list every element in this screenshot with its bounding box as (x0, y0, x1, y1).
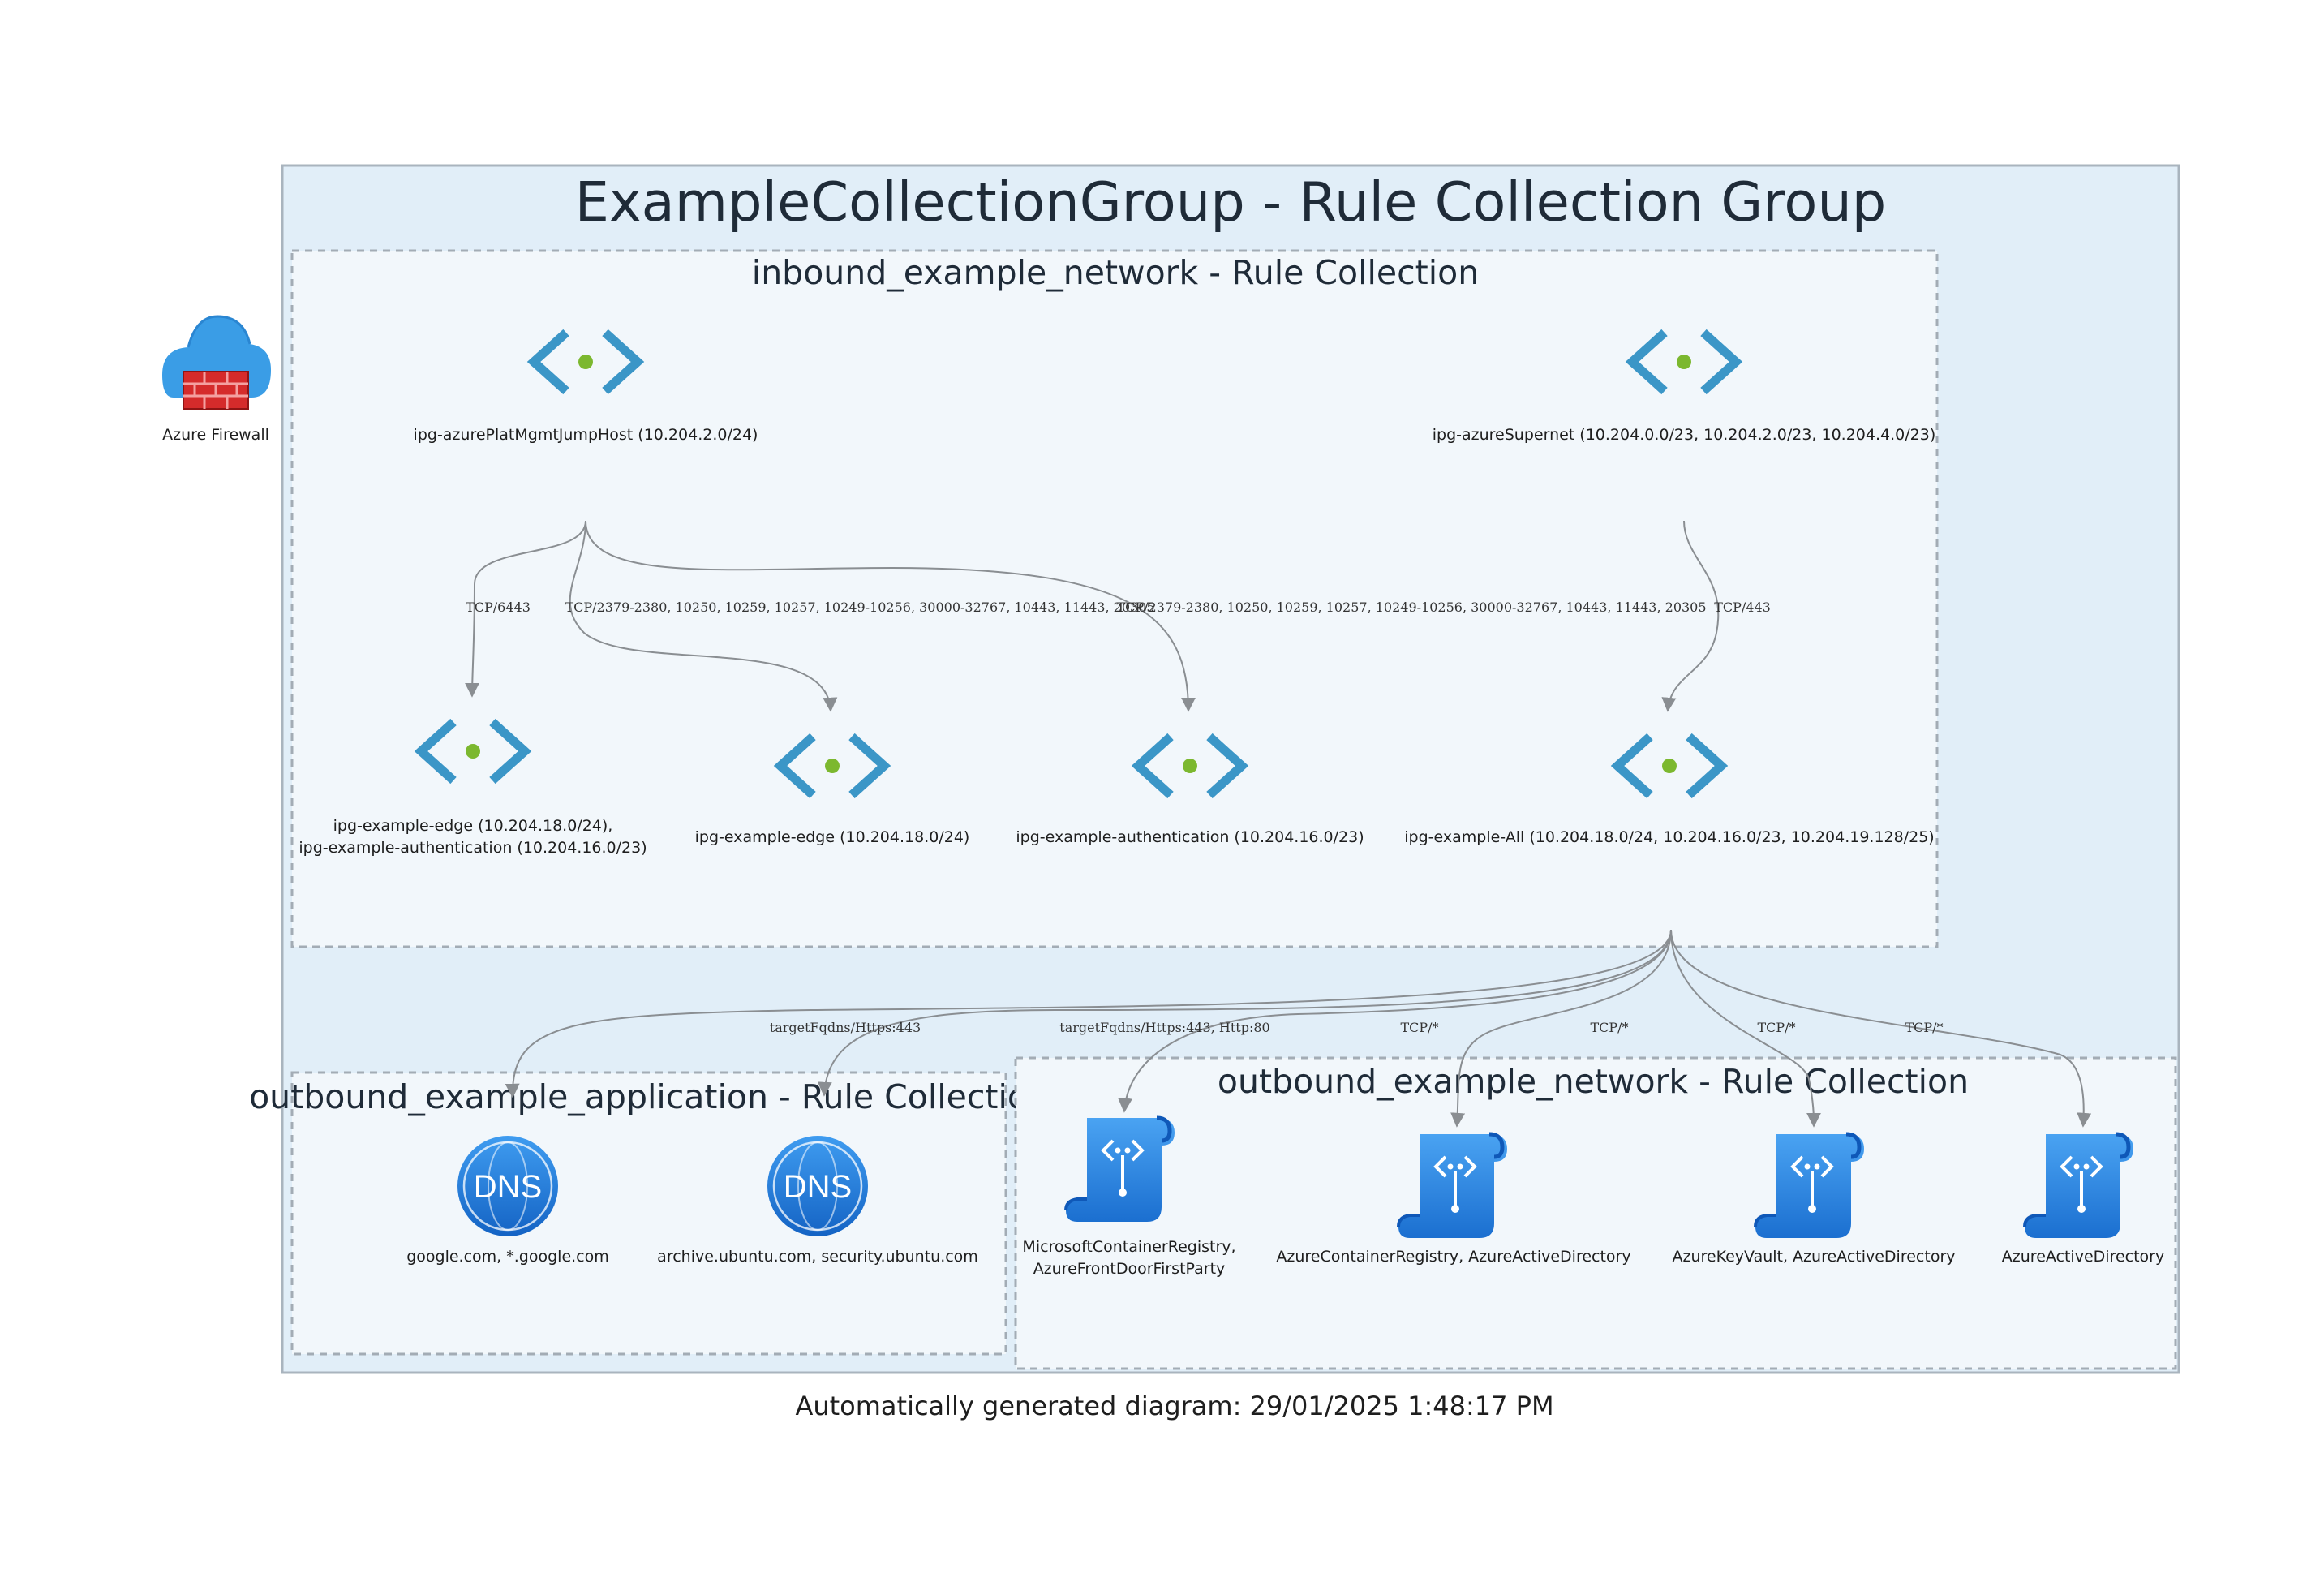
footer-text: Automatically generated diagram: 29/01/2… (795, 1391, 1553, 1421)
node-acr-label: AzureContainerRegistry, AzureActiveDirec… (1276, 1248, 1630, 1266)
edge-label-auth-ports: TCP/2379-2380, 10250, 10259, 10257, 1024… (1116, 600, 1706, 615)
edge-label-keyvault: TCP/* (1757, 1020, 1795, 1035)
outbound-network-collection-title: outbound_example_network - Rule Collecti… (1218, 1062, 1969, 1101)
group-title: ExampleCollectionGroup - Rule Collection… (575, 170, 1887, 234)
inbound-collection (290, 249, 1939, 948)
node-ubuntu-label: archive.ubuntu.com, security.ubuntu.com (657, 1248, 978, 1266)
node-aad-label: AzureActiveDirectory (2002, 1248, 2164, 1266)
dns-icon-text: DNS (784, 1169, 852, 1205)
node-mcr-label-2: AzureFrontDoorFirstParty (1033, 1260, 1226, 1278)
edge-label-ubuntu: targetFqdns/Https:443, Http:80 (1059, 1020, 1269, 1035)
node-supernet-label: ipg-azureSupernet (10.204.0.0/23, 10.204… (1433, 426, 1935, 444)
dns-icon: DNS (457, 1136, 558, 1236)
node-auth-label: ipg-example-authentication (10.204.16.0/… (1016, 828, 1364, 846)
node-edge-label: ipg-example-edge (10.204.18.0/24) (695, 828, 970, 846)
outbound-network-collection (1014, 1056, 2177, 1370)
node-edge-auth-label-1: ipg-example-edge (10.204.18.0/24), (333, 817, 613, 835)
azure-firewall-icon (162, 315, 271, 410)
edge-label-acr: TCP/* (1590, 1020, 1628, 1035)
node-google-label: google.com, *.google.com (406, 1248, 609, 1266)
edge-all-to-keyvault (1670, 929, 1821, 1128)
outbound-application-collection (290, 1071, 1007, 1356)
edge-jump-to-auth (585, 520, 1196, 712)
outbound-application-collection-title: outbound_example_application - Rule Coll… (249, 1077, 1049, 1116)
edge-jump-to-edge (569, 520, 838, 712)
node-keyvault-label: AzureKeyVault, AzureActiveDirectory (1673, 1248, 1956, 1266)
node-edge-auth-label-2: ipg-example-authentication (10.204.16.0/… (299, 839, 647, 857)
edge-all-to-aad (1670, 929, 2092, 1128)
edge-label-tcp-6443: TCP/6443 (466, 600, 531, 615)
edge-label-edge-ports: TCP/2379-2380, 10250, 10259, 10257, 1024… (565, 600, 1154, 615)
edge-all-to-mcr (1118, 929, 1672, 1113)
edge-all-to-google (505, 929, 1672, 1098)
edge-label-aad: TCP/* (1905, 1020, 1943, 1035)
edge-label-google: targetFqdns/Https:443 (770, 1020, 921, 1035)
edge-tcp-6443 (465, 520, 586, 698)
inbound-collection-title: inbound_example_network - Rule Collectio… (752, 253, 1479, 292)
dns-icon-text: DNS (474, 1169, 542, 1205)
edge-all-to-acr (1450, 929, 1672, 1128)
node-mcr-label-1: MicrosoftContainerRegistry, (1022, 1238, 1235, 1256)
edge-all-to-ubuntu (817, 929, 1672, 1097)
azure-firewall-label: Azure Firewall (162, 426, 269, 444)
node-jump-host-label: ipg-azurePlatMgmtJumpHost (10.204.2.0/24… (414, 426, 758, 444)
edge-supernet-to-all (1661, 520, 1720, 712)
edge-label-tcp-443: TCP/443 (1714, 600, 1771, 615)
edge-label-mcr: TCP/* (1400, 1020, 1438, 1035)
node-all-label: ipg-example-All (10.204.18.0/24, 10.204.… (1404, 828, 1934, 846)
dns-icon: DNS (767, 1136, 868, 1236)
